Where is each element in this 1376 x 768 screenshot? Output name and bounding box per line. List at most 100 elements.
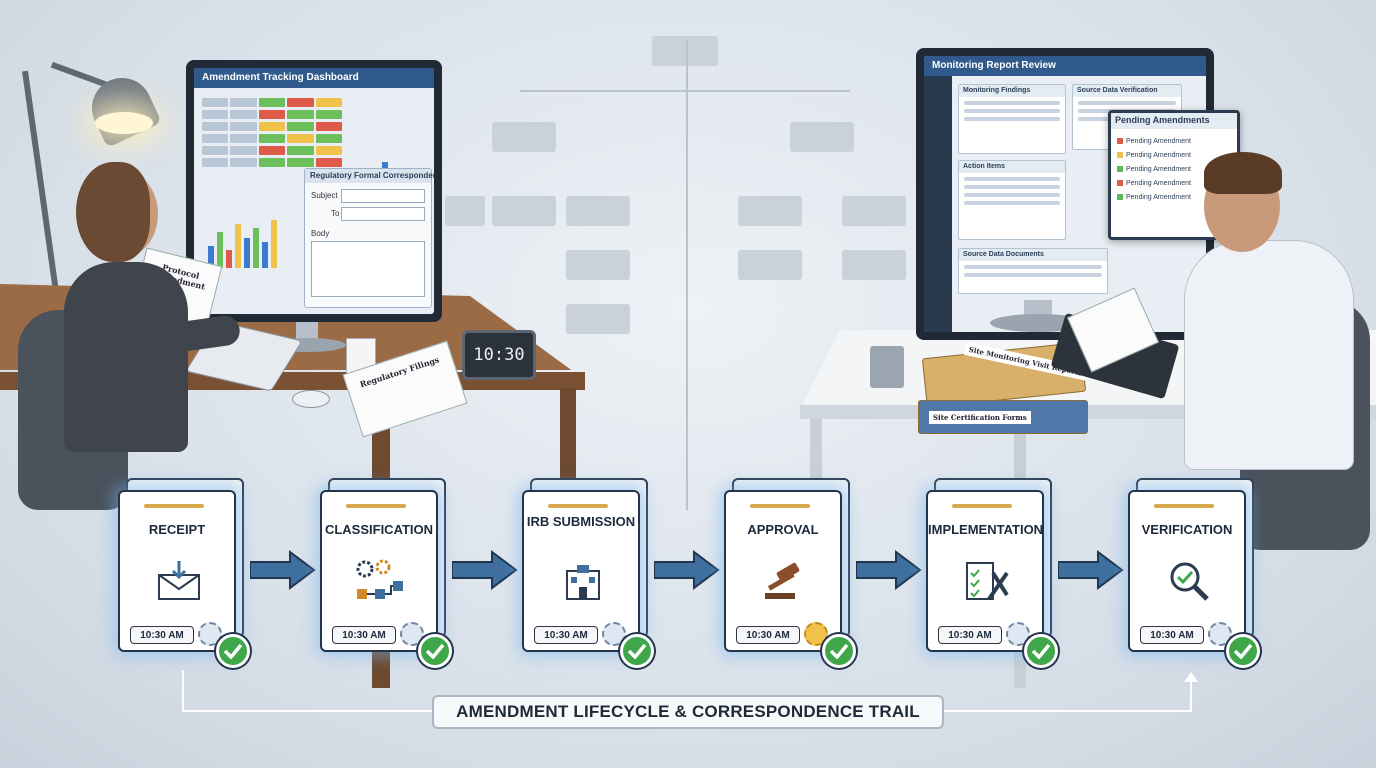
trail-line — [1190, 680, 1192, 712]
workflow: RECEIPT 10:30 AM CLASSIFICATION 10:30 AM — [0, 470, 1376, 690]
step-title: IRB SUBMISSION — [526, 514, 636, 529]
review-title: Monitoring Report Review — [924, 56, 1206, 76]
certification-folder: Site Certification Forms — [918, 400, 1088, 434]
man-torso — [1184, 240, 1354, 470]
panel-title: Source Data Documents — [959, 249, 1107, 261]
workflow-step-irb-submission[interactable]: IRB SUBMISSION 10:30 AM — [522, 478, 654, 668]
workflow-step-receipt[interactable]: RECEIPT 10:30 AM — [118, 478, 250, 668]
arrow-right-icon — [452, 550, 518, 590]
workflow-step-approval[interactable]: APPROVAL 10:30 AM — [724, 478, 856, 668]
popup-row[interactable]: Pending Amendment — [1117, 191, 1231, 205]
side-nav[interactable] — [924, 76, 952, 332]
step-card[interactable]: VERIFICATION 10:30 AM — [1128, 490, 1260, 668]
popup-row[interactable]: Pending Amendment — [1117, 135, 1231, 149]
check-icon — [822, 634, 856, 668]
workflow-step-classification[interactable]: CLASSIFICATION 10:30 AM — [320, 478, 452, 668]
woman-hair — [76, 162, 150, 262]
step-card[interactable]: RECEIPT 10:30 AM — [118, 490, 250, 668]
envelope-icon — [150, 558, 208, 604]
trail-line — [182, 670, 184, 712]
ribbon-seal-icon — [804, 622, 828, 646]
pen-cup-icon — [870, 346, 904, 388]
org-chart-node — [790, 122, 854, 152]
org-chart-node — [738, 250, 802, 280]
scene-divider — [686, 40, 688, 510]
card-accent — [144, 504, 204, 508]
timestamp-badge: 10:30 AM — [938, 626, 1002, 644]
card-accent — [952, 504, 1012, 508]
org-chart-node — [492, 122, 556, 152]
digital-clock: 10:30 — [462, 330, 536, 380]
findings-panel[interactable]: Monitoring Findings — [958, 84, 1066, 154]
panel-title: Monitoring Findings — [959, 85, 1065, 97]
body-label: Body — [311, 229, 330, 238]
left-monitor: Amendment Tracking Dashboard Regula — [186, 60, 442, 322]
action-items-panel[interactable]: Action Items — [958, 160, 1066, 240]
step-card[interactable]: IRB SUBMISSION 10:30 AM — [522, 490, 654, 668]
gavel-icon — [756, 558, 814, 604]
card-accent — [750, 504, 810, 508]
step-card[interactable]: CLASSIFICATION 10:30 AM — [320, 490, 452, 668]
org-chart-node — [738, 196, 802, 226]
body-field[interactable] — [311, 241, 425, 297]
timestamp-badge: 10:30 AM — [332, 626, 396, 644]
check-icon — [620, 634, 654, 668]
building-icon — [554, 558, 612, 604]
timestamp-badge: 10:30 AM — [130, 626, 194, 644]
org-chart-node — [566, 304, 630, 334]
timestamp-badge: 10:30 AM — [736, 626, 800, 644]
dashboard-title: Amendment Tracking Dashboard — [194, 68, 434, 88]
check-icon — [1226, 634, 1260, 668]
left-screen: Amendment Tracking Dashboard Regula — [194, 68, 434, 314]
man-hair — [1204, 152, 1282, 194]
popup-row[interactable]: Pending Amendment — [1117, 163, 1231, 177]
desk-leg — [560, 388, 576, 498]
source-docs-panel[interactable]: Source Data Documents — [958, 248, 1108, 294]
card-accent — [346, 504, 406, 508]
org-chart-node — [492, 196, 556, 226]
trail-label: AMENDMENT LIFECYCLE & CORRESPONDENCE TRA… — [432, 695, 944, 729]
workflow-step-verification[interactable]: VERIFICATION 10:30 AM — [1128, 478, 1260, 668]
org-chart-node — [652, 36, 718, 66]
popup-row[interactable]: Pending Amendment — [1117, 177, 1231, 191]
card-accent — [1154, 504, 1214, 508]
step-title: VERIFICATION — [1141, 522, 1233, 537]
step-card[interactable]: IMPLEMENTATION 10:30 AM — [926, 490, 1058, 668]
to-field[interactable] — [341, 207, 425, 221]
arrow-right-icon — [1058, 550, 1124, 590]
bar-chart — [208, 218, 277, 268]
timestamp-badge: 10:30 AM — [1140, 626, 1204, 644]
to-label: To — [331, 209, 340, 218]
timestamp-badge: 10:30 AM — [534, 626, 598, 644]
check-icon — [1024, 634, 1058, 668]
step-title: APPROVAL — [747, 522, 819, 537]
subject-label: Subject — [311, 191, 338, 200]
arrow-right-icon — [250, 550, 316, 590]
org-chart-node — [842, 196, 906, 226]
panel-title: Action Items — [959, 161, 1065, 173]
org-chart-node — [842, 250, 906, 280]
popup-title: Pending Amendments — [1111, 113, 1237, 129]
trail-arrowhead-icon — [1184, 672, 1198, 682]
desk-lamp-arm — [50, 61, 110, 89]
popup-row[interactable]: Pending Amendment — [1117, 149, 1231, 163]
check-icon — [418, 634, 452, 668]
workflow-step-implementation[interactable]: IMPLEMENTATION 10:30 AM — [926, 478, 1058, 668]
arrow-right-icon — [654, 550, 720, 590]
seal-icon — [198, 622, 222, 646]
org-chart-node — [566, 196, 630, 226]
org-chart-node — [566, 250, 630, 280]
tracking-table — [202, 98, 343, 170]
desk-lamp-arm — [22, 70, 60, 300]
magnifier-check-icon — [1160, 558, 1218, 604]
org-chart-line — [520, 90, 850, 92]
check-icon — [216, 634, 250, 668]
dialog-title: Regulatory Formal Correspondence — [305, 169, 434, 183]
lamp-light — [95, 112, 153, 134]
step-card[interactable]: APPROVAL 10:30 AM — [724, 490, 856, 668]
mouse[interactable] — [292, 390, 330, 408]
subject-field[interactable] — [341, 189, 425, 203]
org-chart-node — [445, 196, 485, 226]
correspondence-dialog[interactable]: Regulatory Formal Correspondence Subject… — [304, 168, 434, 308]
